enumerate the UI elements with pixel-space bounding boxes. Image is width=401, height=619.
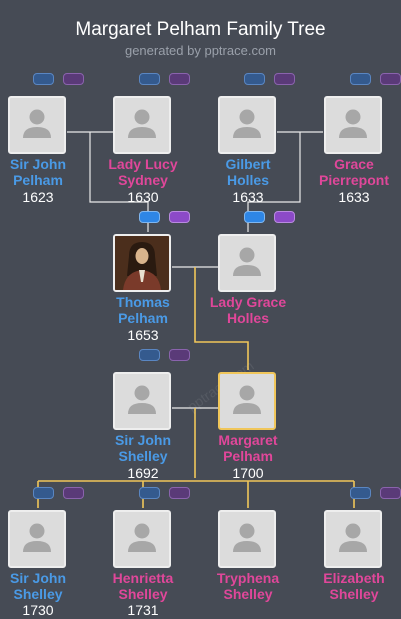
page-title: Margaret Pelham Family Tree bbox=[75, 19, 326, 40]
birth-year: 1633 bbox=[232, 189, 264, 205]
expand-father-button[interactable] bbox=[139, 349, 160, 361]
person-silhouette-icon bbox=[128, 523, 156, 552]
birth-year: 1692 bbox=[127, 465, 159, 481]
avatar[interactable] bbox=[218, 96, 276, 154]
person-silhouette-icon bbox=[233, 247, 261, 276]
expand-mother-button[interactable] bbox=[169, 349, 190, 361]
person-silhouette-icon bbox=[128, 109, 156, 138]
avatar[interactable] bbox=[8, 510, 66, 568]
expand-father-button[interactable] bbox=[139, 73, 160, 85]
birth-year: 1633 bbox=[338, 189, 370, 205]
expand-father-button[interactable] bbox=[350, 487, 371, 499]
expand-mother-button[interactable] bbox=[380, 487, 401, 499]
portrait-painting-icon bbox=[115, 236, 169, 290]
expand-mother-button[interactable] bbox=[63, 73, 84, 85]
avatar[interactable] bbox=[218, 234, 276, 292]
expand-mother-button[interactable] bbox=[380, 73, 401, 85]
avatar[interactable] bbox=[113, 372, 171, 430]
person-silhouette-icon bbox=[23, 109, 51, 138]
expand-father-button[interactable] bbox=[33, 487, 54, 499]
expand-mother-button[interactable] bbox=[169, 487, 190, 499]
avatar[interactable] bbox=[324, 510, 382, 568]
birth-year: 1630 bbox=[127, 189, 159, 205]
expand-father-button[interactable] bbox=[139, 211, 160, 223]
person-silhouette-icon bbox=[233, 109, 261, 138]
expand-father-button[interactable] bbox=[350, 73, 371, 85]
person-silhouette-icon bbox=[233, 523, 261, 552]
expand-mother-button[interactable] bbox=[169, 211, 190, 223]
avatar[interactable] bbox=[8, 96, 66, 154]
expand-father-button[interactable] bbox=[244, 211, 265, 223]
birth-year: 1700 bbox=[232, 465, 264, 481]
expand-father-button[interactable] bbox=[244, 73, 265, 85]
birth-year: 1623 bbox=[22, 189, 54, 205]
avatar[interactable] bbox=[324, 96, 382, 154]
avatar[interactable] bbox=[113, 510, 171, 568]
avatar[interactable] bbox=[113, 96, 171, 154]
page-subtitle: generated by pptrace.com bbox=[124, 43, 277, 58]
person-silhouette-icon bbox=[339, 109, 367, 138]
expand-father-button[interactable] bbox=[139, 487, 160, 499]
birth-year: 1653 bbox=[127, 327, 159, 343]
avatar[interactable] bbox=[113, 234, 171, 292]
person-silhouette-icon bbox=[339, 523, 367, 552]
birth-year: 1731 bbox=[127, 602, 159, 618]
expand-mother-button[interactable] bbox=[63, 487, 84, 499]
expand-mother-button[interactable] bbox=[274, 211, 295, 223]
expand-mother-button[interactable] bbox=[169, 73, 190, 85]
avatar[interactable] bbox=[218, 372, 276, 430]
header: Margaret Pelham Family Tree generated by… bbox=[0, 18, 401, 59]
birth-year: 1730 bbox=[22, 602, 54, 618]
expand-father-button[interactable] bbox=[33, 73, 54, 85]
person-silhouette-icon bbox=[23, 523, 51, 552]
expand-mother-button[interactable] bbox=[274, 73, 295, 85]
person-silhouette-icon bbox=[233, 385, 261, 414]
person-silhouette-icon bbox=[128, 385, 156, 414]
avatar[interactable] bbox=[218, 510, 276, 568]
